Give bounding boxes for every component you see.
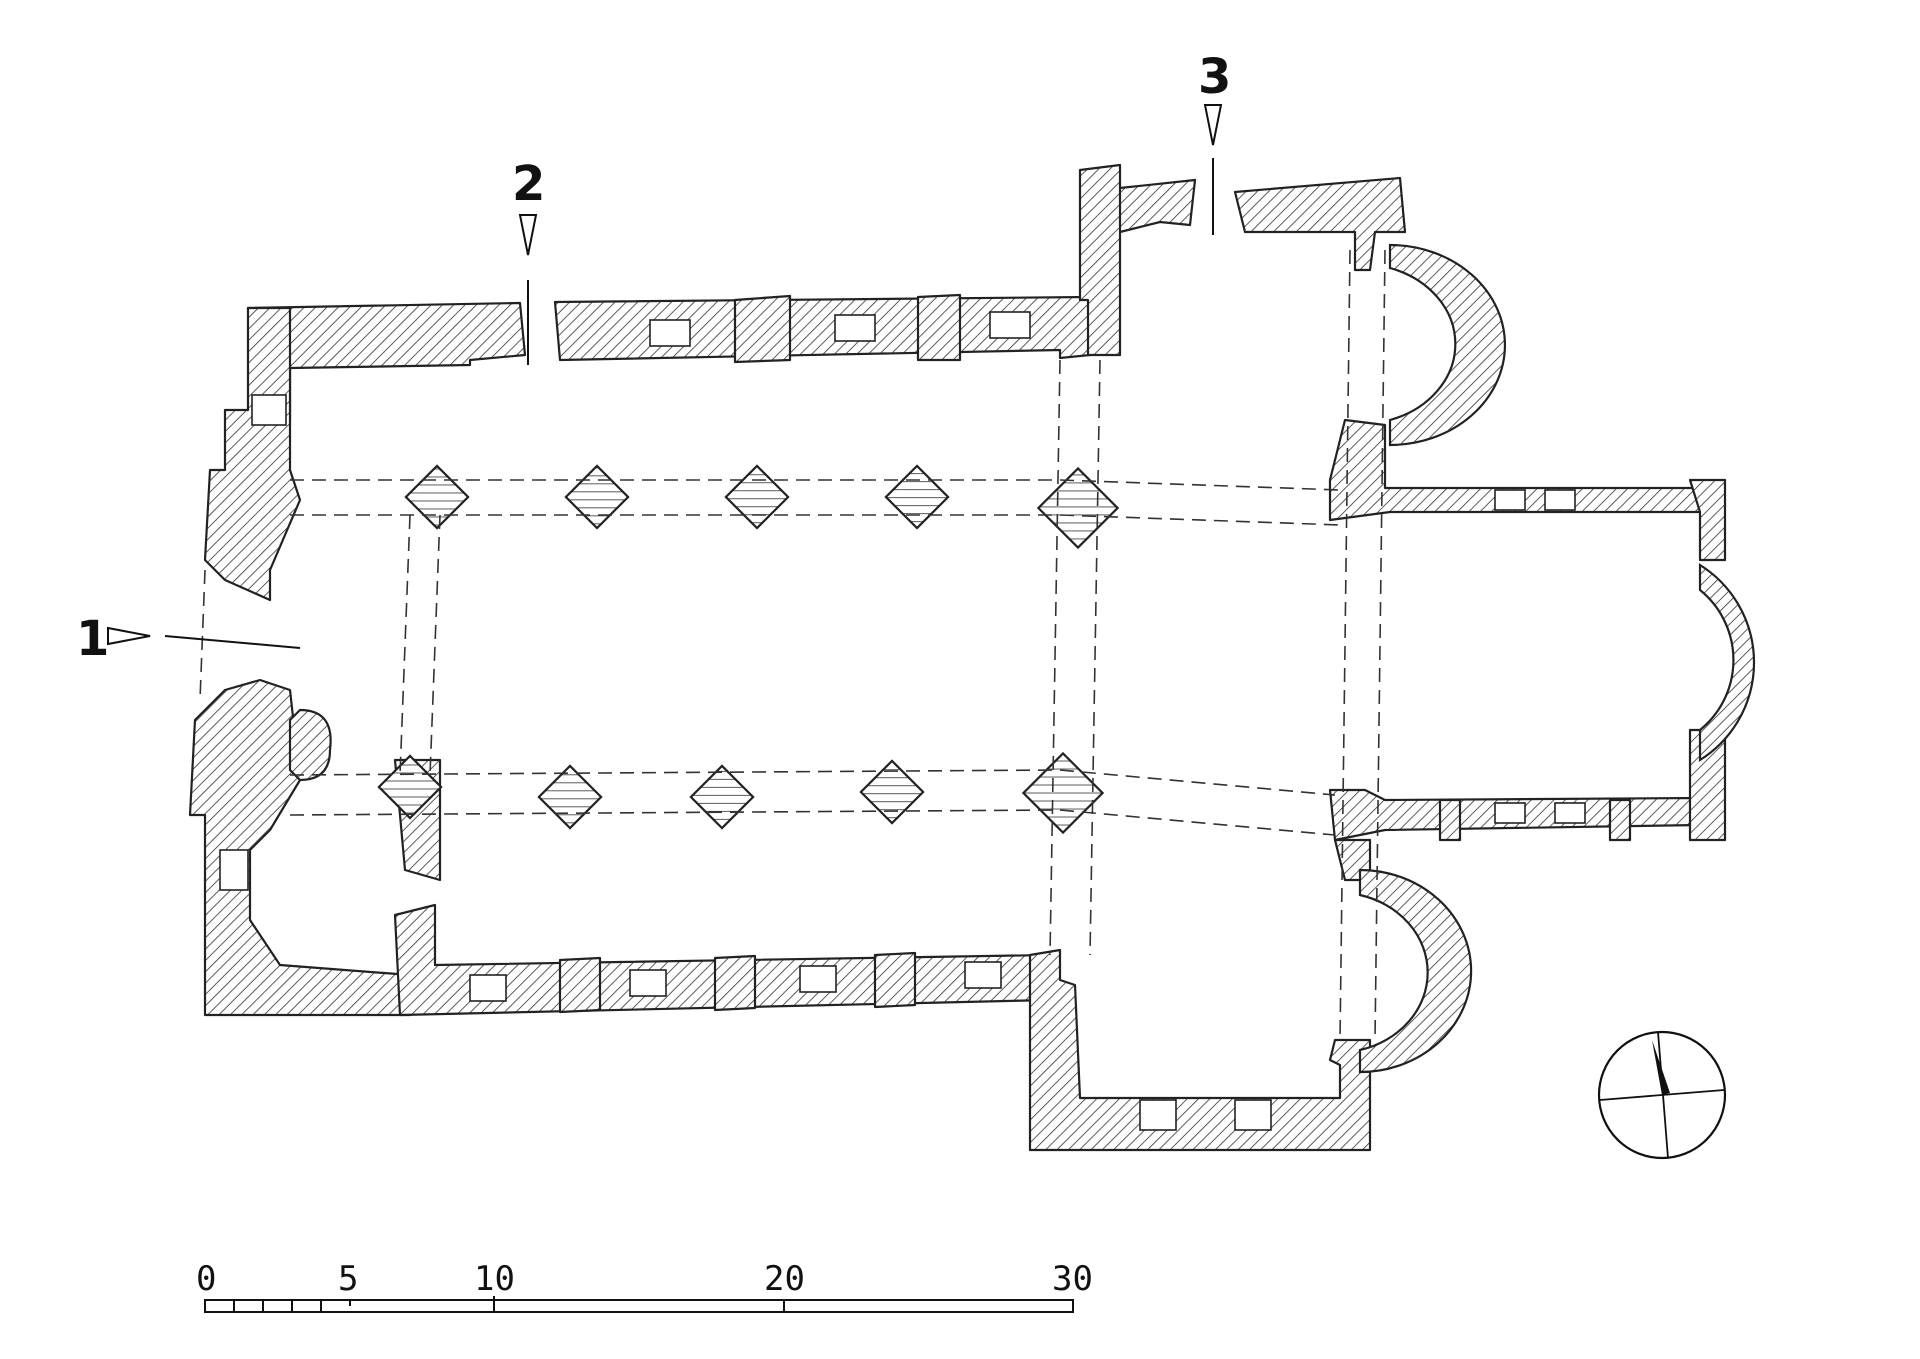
section-arrow-icon [518, 214, 538, 256]
section-marker-label: 1 [76, 611, 109, 667]
scale-tick-label: 30 [1052, 1259, 1093, 1299]
west-wall-south [188, 678, 412, 1017]
section-arrow-icon [1203, 104, 1223, 146]
north-arrow-icon [1597, 1030, 1727, 1160]
section-marker-3: 3 [1198, 49, 1231, 235]
north-apse [1388, 243, 1507, 447]
scale-tick-label: 0 [196, 1259, 216, 1299]
north-arcade-piers [404, 464, 1120, 550]
south-apse [1358, 868, 1473, 1074]
scale-tick-label: 10 [474, 1259, 515, 1299]
scale-tick-label: 5 [338, 1259, 358, 1299]
section-marker-2: 2 [512, 156, 545, 365]
south-arcade-piers [377, 751, 1105, 835]
pier [377, 754, 443, 820]
pier [884, 464, 950, 530]
west-wall-north [203, 306, 302, 602]
main-apse [1698, 563, 1756, 762]
pier [859, 759, 925, 825]
pier [1021, 751, 1105, 835]
nave-south-wall [393, 903, 1052, 1017]
vault-lines [199, 249, 1386, 1041]
section-marker-label: 2 [512, 156, 545, 212]
pier [689, 764, 755, 830]
section-arrow-icon [107, 626, 151, 646]
scale-bar: 0 5 10 20 30 [196, 1259, 1093, 1313]
pier [724, 464, 790, 530]
pier [564, 464, 630, 530]
chancel-walls [1328, 418, 1727, 842]
south-transept [1028, 838, 1372, 1152]
pier [404, 464, 470, 530]
section-marker-1: 1 [76, 611, 301, 667]
nave-north-wall [246, 293, 1092, 422]
section-marker-label: 3 [1198, 49, 1231, 105]
north-transept [1078, 163, 1407, 357]
scale-tick-label: 20 [764, 1259, 805, 1299]
pier [537, 764, 603, 830]
